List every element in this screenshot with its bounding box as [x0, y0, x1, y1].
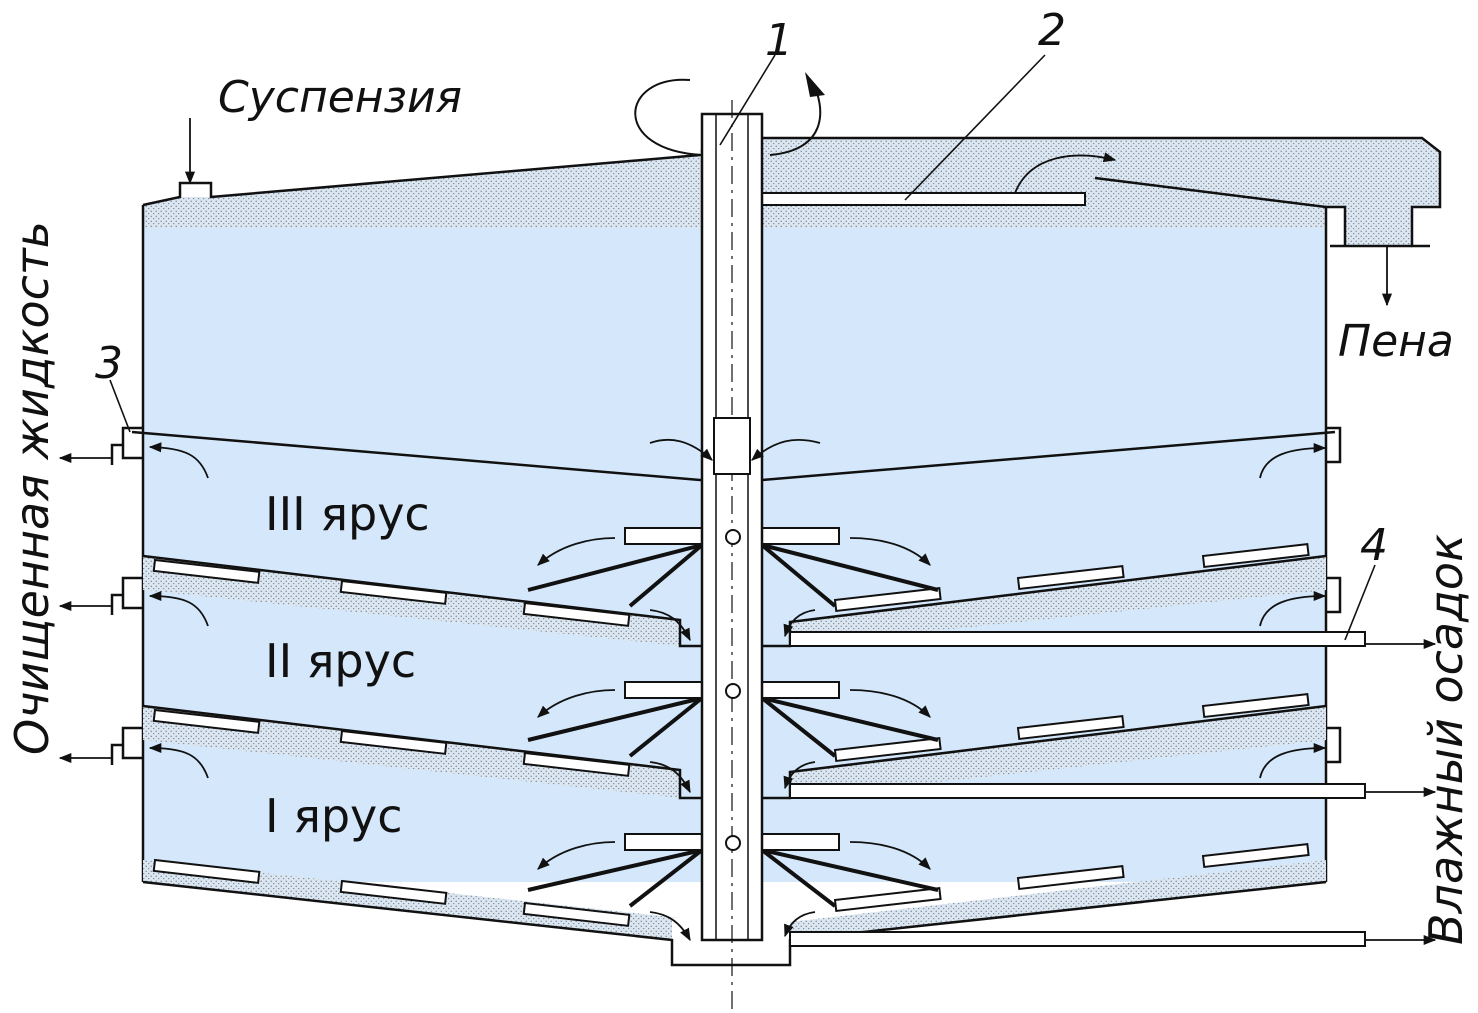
label-clarified-liquid: Очищенная жидкость: [5, 221, 59, 755]
tier-label-3: III ярус: [265, 487, 430, 541]
overflow-nozzles-left: [110, 426, 143, 765]
label-wet-sediment: Влажный осадок: [1419, 534, 1473, 945]
label-suspension: Суспензия: [218, 72, 462, 123]
rake-arms: [527, 543, 939, 908]
flow-arrows: [58, 118, 1437, 946]
tank-bottom: [142, 860, 1327, 967]
central-shaft: [700, 100, 764, 1010]
tier-label-1: I ярус: [265, 789, 403, 843]
tank-roof: [142, 153, 701, 207]
leader-lines: [109, 54, 1376, 641]
foam-plate: [761, 192, 1086, 206]
label-number-1: 1: [765, 15, 793, 66]
label-foam: Пена: [1338, 316, 1454, 367]
label-number-2: 2: [1038, 5, 1066, 56]
foam-weir: [1094, 176, 1327, 209]
label-number-4: 4: [1360, 520, 1388, 571]
label-number-3: 3: [95, 338, 123, 389]
sediment-pipes: [789, 631, 1366, 947]
overflow-nozzles-right: [1326, 426, 1342, 764]
rake-slats: [152, 543, 1310, 927]
tier-label-2: II ярус: [265, 634, 416, 688]
